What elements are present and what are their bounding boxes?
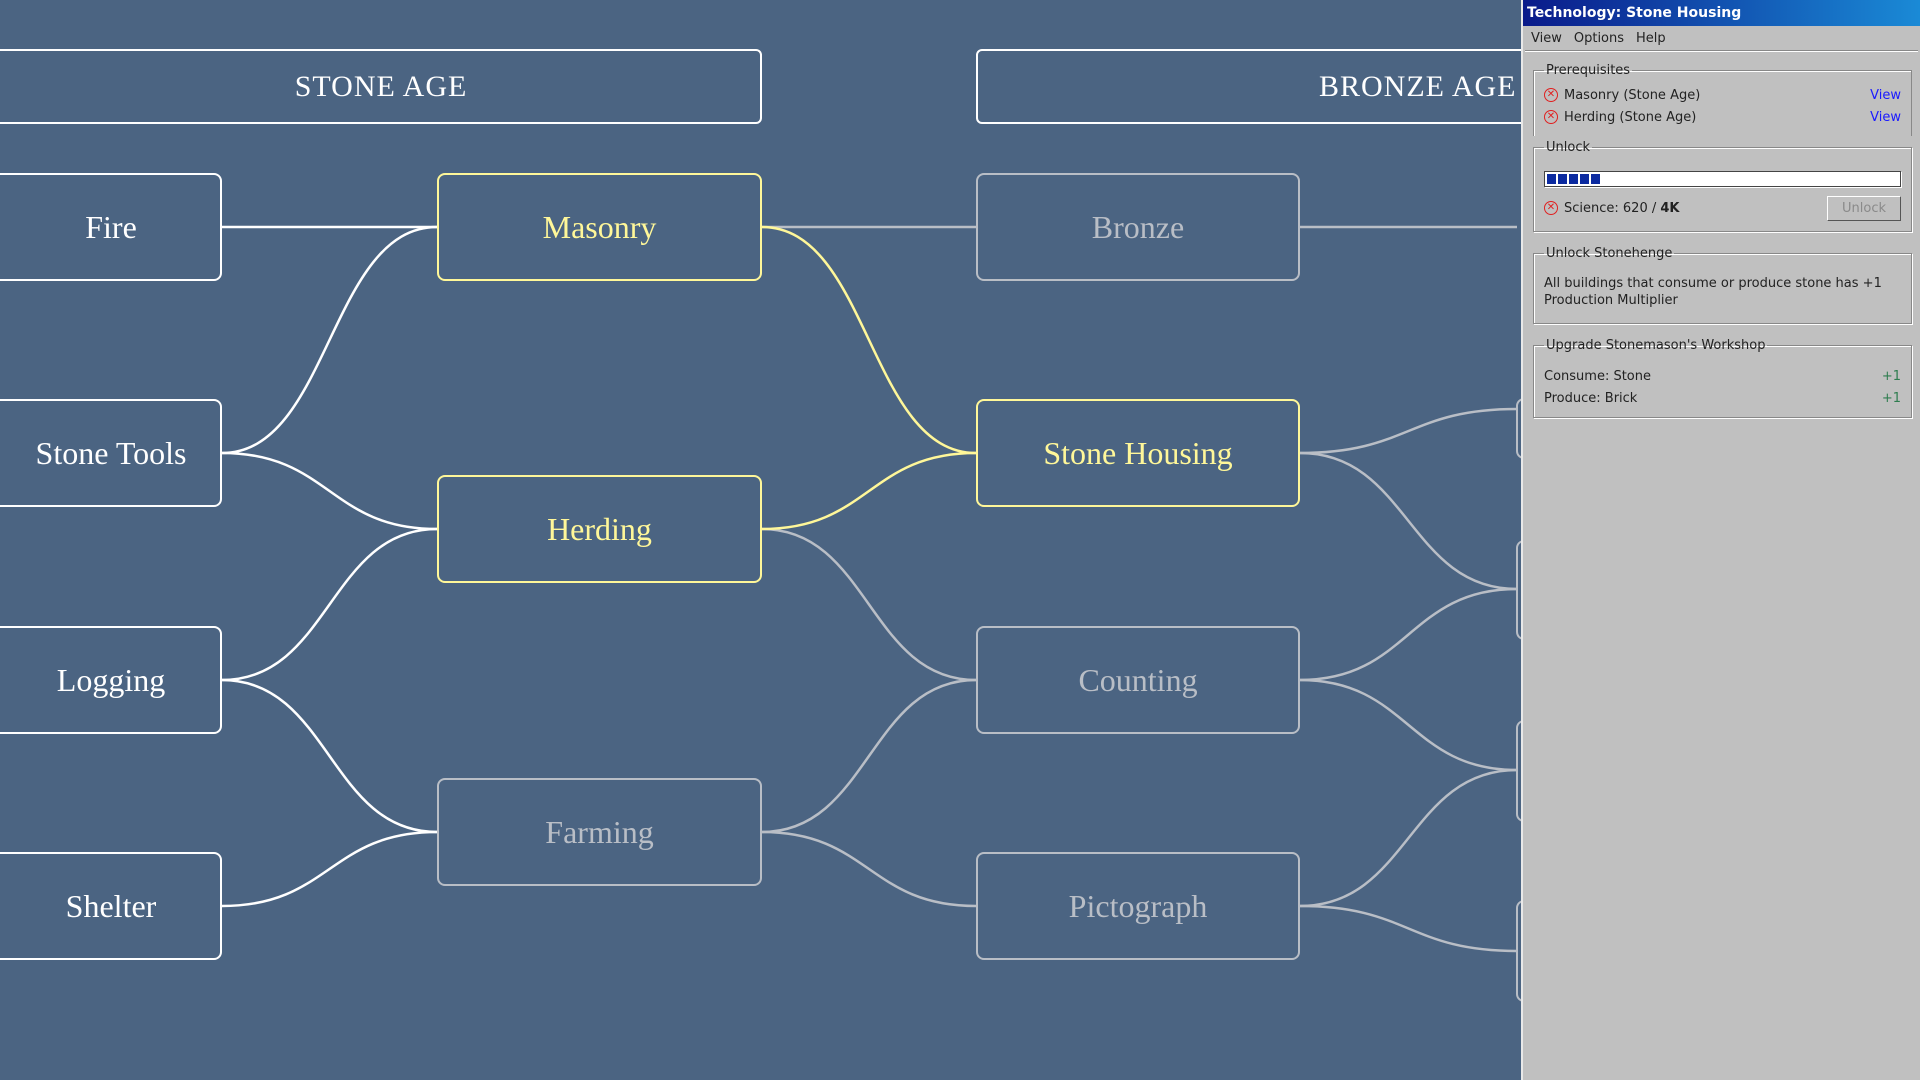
menu-view[interactable]: View xyxy=(1531,30,1562,46)
age-label: STONE AGE xyxy=(294,69,468,103)
connection-counting-n3d xyxy=(1299,678,1518,772)
tech-node-pictograph[interactable]: Pictograph xyxy=(976,852,1300,960)
tech-node-label: Masonry xyxy=(542,208,657,245)
effect-row: Produce: Brick +1 xyxy=(1544,387,1901,409)
tech-node-label: Bronze xyxy=(1091,208,1185,245)
missing-icon: ✕ xyxy=(1544,110,1558,124)
tech-node-stonehousing[interactable]: Stone Housing xyxy=(976,399,1300,507)
tech-node-farming[interactable]: Farming xyxy=(437,778,762,886)
progress-segment xyxy=(1580,174,1589,184)
effect-value: +1 xyxy=(1881,368,1901,384)
tech-node-label: Stone Tools xyxy=(35,434,187,471)
progress-segment xyxy=(1591,174,1600,184)
missing-icon: ✕ xyxy=(1544,201,1558,215)
connection-stonehousing-n3b xyxy=(1299,407,1518,455)
prerequisites-group: Prerequisites ✕ Masonry (Stone Age) View ✕… xyxy=(1533,63,1912,136)
progress-segment xyxy=(1569,174,1578,184)
tech-node-masonry[interactable]: Masonry xyxy=(437,173,762,281)
connection-stonetools-masonry xyxy=(221,225,438,455)
connection-logging-farming xyxy=(221,678,438,834)
missing-icon: ✕ xyxy=(1544,88,1558,102)
tech-node-label: Logging xyxy=(56,661,166,698)
effect-description: All buildings that consume or produce st… xyxy=(1544,276,1882,308)
connection-shelter-farming xyxy=(221,830,438,908)
effect-label: Produce: Brick xyxy=(1544,390,1638,406)
view-herding-link[interactable]: View xyxy=(1870,109,1901,125)
technology-window: Technology: Stone Housing View Options H… xyxy=(1521,0,1920,1080)
connection-counting-n3c xyxy=(1299,587,1518,682)
tech-node-label: Herding xyxy=(547,510,652,547)
science-progress-bar xyxy=(1544,171,1901,187)
unlock-group: Unlock ✕ Science: 620 / 4K Unlock xyxy=(1533,140,1912,232)
tech-node-shelter[interactable]: Shelter xyxy=(0,852,222,960)
connection-pictograph-n3d xyxy=(1299,768,1518,908)
tech-node-fire[interactable]: Fire xyxy=(0,173,222,281)
effect-value: +1 xyxy=(1881,390,1901,406)
connection-herding-stonehousing xyxy=(761,451,977,531)
group-label: Unlock Stonehenge xyxy=(1546,246,1673,261)
age-header-bronze-age: BRONZE AGE xyxy=(976,49,1576,124)
effect-label: Consume: Stone xyxy=(1544,368,1651,384)
tech-node-herding[interactable]: Herding xyxy=(437,475,762,583)
tech-node-label: Farming xyxy=(545,813,654,850)
science-row: ✕ Science: 620 / 4K Unlock xyxy=(1544,193,1901,223)
connection-stonehousing-n3c xyxy=(1299,451,1518,591)
prerequisite-item: ✕ Herding (Stone Age) View xyxy=(1544,106,1901,128)
window-title: Technology: Stone Housing xyxy=(1523,0,1920,26)
tech-node-logging[interactable]: Logging xyxy=(0,626,222,734)
science-required: 4K xyxy=(1660,200,1680,216)
science-label: Science: 620 / xyxy=(1564,200,1661,216)
menu-help[interactable]: Help xyxy=(1636,30,1666,46)
group-label: Upgrade Stonemason's Workshop xyxy=(1546,338,1766,353)
effect-row: Consume: Stone +1 xyxy=(1544,365,1901,387)
group-label: Unlock xyxy=(1546,140,1590,155)
connection-logging-herding xyxy=(221,527,438,682)
tech-node-label: Pictograph xyxy=(1068,887,1208,924)
tech-node-label: Counting xyxy=(1078,661,1198,698)
view-masonry-link[interactable]: View xyxy=(1870,87,1901,103)
connection-pictograph-n3e xyxy=(1299,904,1518,953)
prerequisite-label: Herding (Stone Age) xyxy=(1564,109,1697,125)
unlock-stonehenge-group: Unlock Stonehenge All buildings that con… xyxy=(1533,246,1912,324)
tech-node-counting[interactable]: Counting xyxy=(976,626,1300,734)
menu-options[interactable]: Options xyxy=(1573,30,1625,46)
age-header-stone-age: STONE AGE xyxy=(0,49,762,124)
tech-node-label: Fire xyxy=(85,208,137,245)
connection-farming-counting xyxy=(761,678,977,834)
upgrade-workshop-group: Upgrade Stonemason's Workshop Consume: S… xyxy=(1533,338,1912,418)
connection-herding-counting xyxy=(761,527,977,682)
tech-node-label: Stone Housing xyxy=(1043,434,1233,471)
connection-masonry-stonehousing xyxy=(761,225,977,455)
progress-segment xyxy=(1558,174,1567,184)
age-label: BRONZE AGE xyxy=(1319,69,1517,103)
prerequisite-item: ✕ Masonry (Stone Age) View xyxy=(1544,84,1901,106)
tech-node-stonetools[interactable]: Stone Tools xyxy=(0,399,222,507)
group-label: Prerequisites xyxy=(1546,63,1631,78)
tech-node-bronze[interactable]: Bronze xyxy=(976,173,1300,281)
unlock-button[interactable]: Unlock xyxy=(1827,195,1901,221)
tech-node-label: Shelter xyxy=(65,887,157,924)
connection-stonetools-herding xyxy=(221,451,438,531)
prerequisite-label: Masonry (Stone Age) xyxy=(1564,87,1701,103)
connection-farming-pictograph xyxy=(761,830,977,908)
progress-segment xyxy=(1547,174,1556,184)
menu-bar: View Options Help xyxy=(1525,26,1918,51)
